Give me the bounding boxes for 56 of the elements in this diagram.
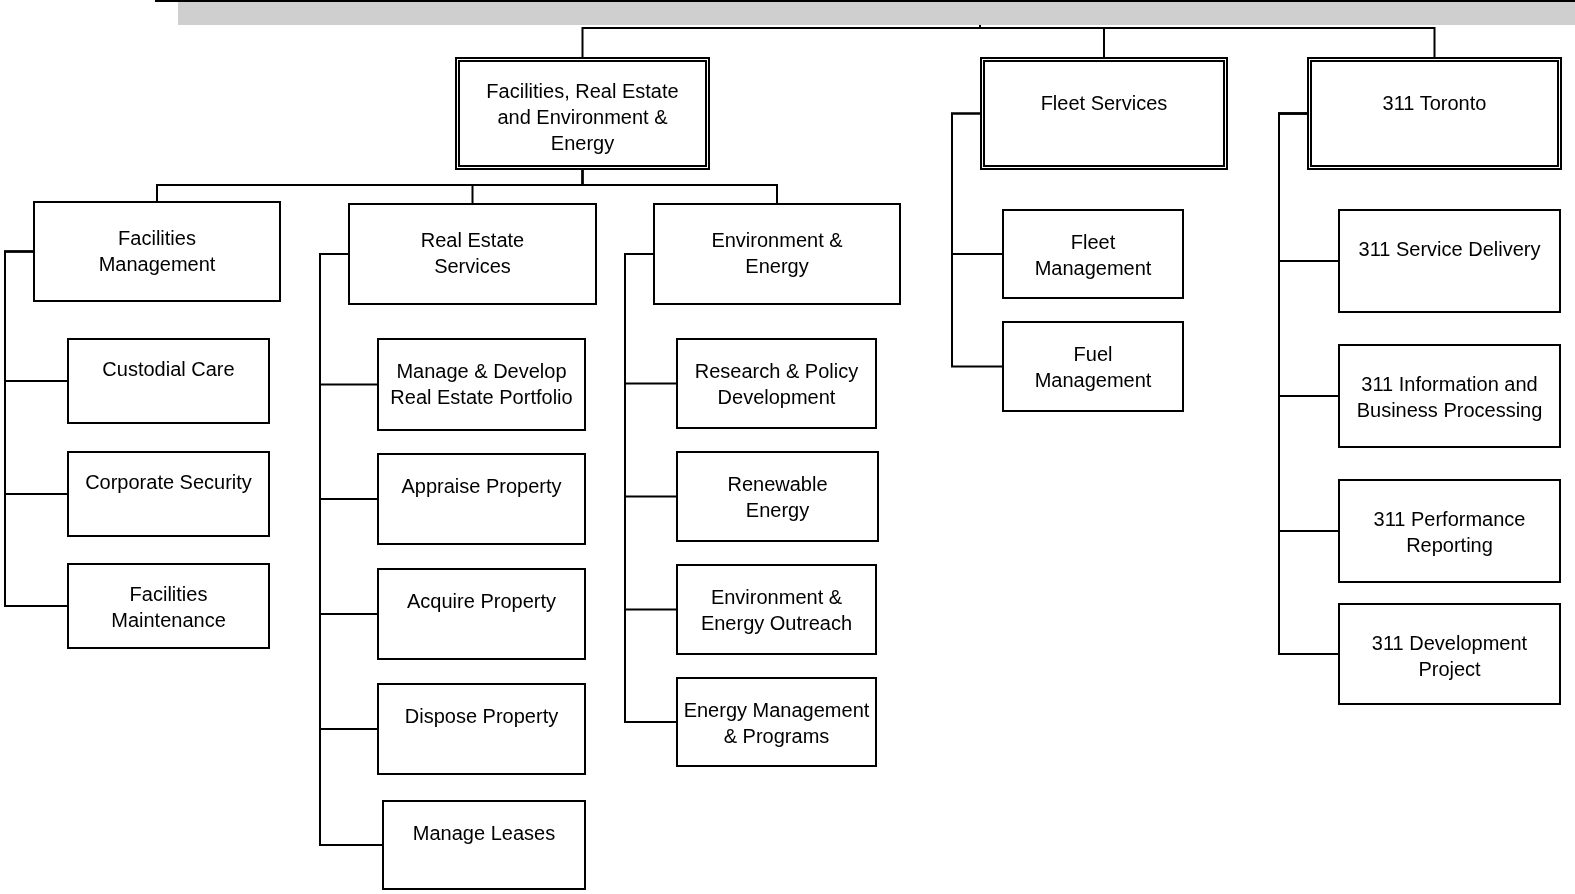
unit-name: Dispose Property [404,704,559,729]
org-unit-box [377,338,586,431]
connector-line [979,24,1436,58]
unit-name: Facilities Management [97,226,217,277]
org-unit-box [67,563,270,649]
unit-name: 311 Development Project [1370,631,1529,682]
org-unit-box [455,57,710,170]
unit-name: 311 Toronto [1382,91,1487,116]
unit-name: 311 Information and Business Processing [1355,372,1544,423]
unit-name: 311 Performance Reporting [1372,507,1527,558]
org-unit-box [382,800,586,890]
org-unit-box [377,568,586,660]
org-unit-box [1338,209,1561,313]
org-unit-box [348,203,597,305]
unit-name: 311 Service Delivery [1358,237,1541,262]
unit-name: Corporate Security [85,470,252,495]
org-unit-box [67,338,270,424]
unit-name: Fleet Management [1033,230,1153,281]
org-unit-box [980,57,1228,170]
org-unit-box [33,201,281,302]
connector-line [581,24,981,58]
unit-name: Appraise Property [401,474,562,499]
unit-name: Environment & Energy [710,228,844,279]
org-unit-box [676,564,877,655]
org-unit-box [676,338,877,429]
connector-line [4,250,68,607]
connector-line [1278,112,1339,655]
unit-name: Custodial Care [102,357,235,382]
unit-name: Manage Leases [412,821,556,846]
connector-line [319,253,383,846]
org-unit-box [653,203,901,305]
org-unit-box [377,453,586,545]
connector-line [624,253,677,723]
org-unit-box [377,683,586,775]
org-unit-box [676,451,879,542]
unit-name: Acquire Property [407,589,556,614]
org-unit-box [1002,321,1184,412]
org-unit-box [1338,479,1561,583]
connector-line [951,112,1003,368]
unit-name: Fleet Services [1040,91,1168,116]
unit-name: Real Estate Services [419,228,526,279]
org-unit-box [676,677,877,767]
unit-name: Research & Policy Development [693,359,860,410]
unit-name: Energy Management & Programs [682,698,871,749]
org-unit-box [1338,603,1561,705]
org-unit-box [1307,57,1562,170]
connector-line [581,169,778,204]
unit-name: Renewable Energy [726,472,829,523]
unit-name: Fuel Management [1033,342,1153,393]
unit-name: Facilities, Real Estate and Environment & Energy [485,79,680,156]
org-unit-box [1338,344,1561,448]
unit-name: Environment & Energy Outreach [699,585,854,636]
org-unit-box [67,451,270,537]
unit-name: Manage & Develop Real Estate Portfolio [389,359,574,410]
unit-name: Facilities Maintenance [110,582,227,633]
org-unit-box [1002,209,1184,299]
